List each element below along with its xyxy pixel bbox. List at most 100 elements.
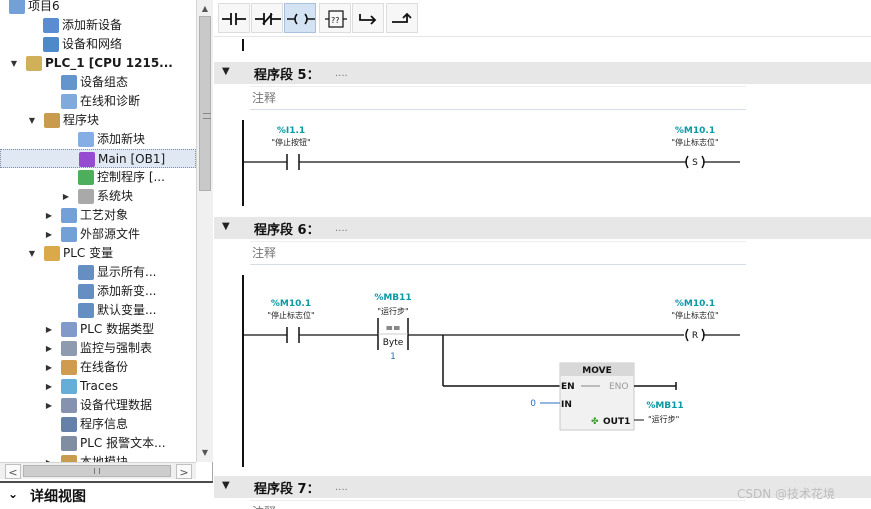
compare-contact[interactable] bbox=[377, 318, 409, 350]
compare-type[interactable]: Byte bbox=[383, 338, 404, 348]
tree-item[interactable]: 设备组态 bbox=[0, 73, 196, 92]
network-7-header[interactable]: ▼ 程序段 7： .... bbox=[214, 476, 871, 498]
tree-item[interactable]: 显示所有... bbox=[0, 263, 196, 282]
collapse-arrow-icon[interactable]: ▶ bbox=[45, 211, 53, 220]
hscroll-thumb[interactable] bbox=[23, 465, 171, 477]
tree-item[interactable]: 设备和网络 bbox=[0, 35, 196, 54]
tree-item[interactable]: PLC 报警文本... bbox=[0, 434, 196, 453]
no-contact-button[interactable] bbox=[218, 3, 250, 33]
tree-horizontal-scrollbar[interactable]: < > bbox=[0, 462, 196, 479]
network-comment[interactable]: 注释 bbox=[250, 86, 746, 110]
chevron-down-icon[interactable]: ▼ bbox=[222, 221, 230, 232]
empty-box-button[interactable]: ?? bbox=[319, 3, 351, 33]
compare-value[interactable]: 1 bbox=[390, 352, 396, 362]
tree-item[interactable]: ▶本地模块 bbox=[0, 453, 196, 462]
collapse-arrow-icon[interactable]: ▶ bbox=[45, 344, 53, 353]
set-coil[interactable] bbox=[684, 155, 740, 169]
tree-item[interactable]: Main [OB1] bbox=[0, 149, 196, 168]
tree-item-label: 工艺对象 bbox=[80, 208, 129, 222]
tree-item-label: 监控与强制表 bbox=[80, 341, 153, 355]
coil-button[interactable] bbox=[284, 3, 316, 33]
chevron-down-icon[interactable]: ▼ bbox=[222, 480, 230, 491]
tree-item[interactable]: ▶ 系统块 bbox=[0, 187, 196, 206]
tree-item[interactable]: ▶在线备份 bbox=[0, 358, 196, 377]
tree-item[interactable]: ▼项目6 bbox=[0, 0, 196, 16]
move-out-operand[interactable]: %MB11 bbox=[646, 401, 683, 411]
chevron-down-icon[interactable]: ⌄ bbox=[8, 487, 19, 501]
tree-item[interactable]: ▼程序块 bbox=[0, 111, 196, 130]
tree-item[interactable]: ▶ 工艺对象 bbox=[0, 206, 196, 225]
tree-item-label: 设备组态 bbox=[80, 75, 129, 89]
tree-item[interactable]: 添加新块 bbox=[0, 130, 196, 149]
close-branch-button[interactable] bbox=[386, 3, 418, 33]
tree-item[interactable]: ▶PLC 数据类型 bbox=[0, 320, 196, 339]
online-diagnostics-icon bbox=[61, 94, 77, 109]
network-description[interactable]: .... bbox=[335, 68, 348, 79]
network-description[interactable]: .... bbox=[335, 482, 348, 493]
reset-coil[interactable] bbox=[685, 328, 740, 342]
compare-operator: == bbox=[385, 324, 400, 334]
chevron-down-icon[interactable]: ▼ bbox=[222, 66, 230, 77]
tree-item[interactable]: ▶ 外部源文件 bbox=[0, 225, 196, 244]
tree-item-label: 外部源文件 bbox=[80, 227, 141, 241]
traces-icon bbox=[61, 379, 77, 394]
tree-item[interactable]: 默认变量... bbox=[0, 301, 196, 320]
collapse-arrow-icon[interactable]: ▶ bbox=[44, 453, 54, 462]
collapse-arrow-icon[interactable]: ▶ bbox=[45, 401, 53, 410]
expand-arrow-icon[interactable]: ▼ bbox=[28, 249, 36, 258]
contact-comment: "停止按钮" bbox=[271, 137, 310, 147]
tree-item[interactable]: ▶Traces bbox=[0, 377, 196, 396]
expand-arrow-icon[interactable]: ▼ bbox=[28, 116, 36, 125]
nc-contact-icon bbox=[255, 13, 281, 25]
tree-item[interactable]: 控制程序 [... bbox=[0, 168, 196, 187]
tree-item[interactable]: 在线和诊断 bbox=[0, 92, 196, 111]
expand-arrow-icon[interactable]: ▼ bbox=[0, 0, 2, 16]
collapse-arrow-icon[interactable]: ▶ bbox=[45, 363, 53, 372]
collapse-arrow-icon[interactable]: ▶ bbox=[45, 382, 53, 391]
scroll-thumb[interactable] bbox=[199, 16, 211, 191]
collapse-arrow-icon[interactable]: ▶ bbox=[62, 192, 70, 201]
tree-item-label: 显示所有... bbox=[97, 265, 157, 279]
tree-item[interactable]: ▼PLC_1 [CPU 1215... bbox=[0, 54, 196, 73]
network-6-header[interactable]: ▼ 程序段 6： .... bbox=[214, 217, 871, 239]
move-in-pin: IN bbox=[561, 400, 572, 410]
compare-operand[interactable]: %MB11 bbox=[374, 293, 411, 303]
collapse-arrow-icon[interactable]: ▶ bbox=[45, 325, 53, 334]
tree-item[interactable]: 添加新设备 bbox=[0, 16, 196, 35]
expand-arrow-icon[interactable]: ▼ bbox=[10, 59, 18, 68]
scroll-left-icon[interactable]: < bbox=[5, 464, 21, 479]
tree-vertical-scrollbar[interactable]: ▲ ▼ bbox=[196, 0, 213, 462]
nc-contact-button[interactable] bbox=[251, 3, 283, 33]
tree-item[interactable]: ▶ 监控与强制表 bbox=[0, 339, 196, 358]
scroll-right-icon[interactable]: > bbox=[176, 464, 192, 479]
network-5-header[interactable]: ▼ 程序段 5： .... bbox=[214, 62, 871, 84]
contact-operand[interactable]: %M10.1 bbox=[271, 299, 311, 309]
move-box[interactable] bbox=[559, 362, 635, 431]
coil-operand[interactable]: %M10.1 bbox=[675, 126, 715, 136]
tree-item[interactable]: ▶设备代理数据 bbox=[0, 396, 196, 415]
tree-item[interactable]: 添加新变... bbox=[0, 282, 196, 301]
network-6-ladder: %M10.1 "停止标志位" %MB11 "运行步" == Byte 1 bbox=[214, 273, 871, 469]
network-title: 程序段 5： bbox=[254, 68, 320, 83]
coil-operand[interactable]: %M10.1 bbox=[675, 299, 715, 309]
tree-item-label: 在线和诊断 bbox=[80, 94, 141, 108]
move-in-value[interactable]: 0 bbox=[530, 399, 536, 409]
tree-item[interactable]: 程序信息 bbox=[0, 415, 196, 434]
no-contact[interactable] bbox=[286, 327, 300, 343]
no-contact[interactable] bbox=[286, 154, 300, 170]
scroll-down-icon[interactable]: ▼ bbox=[201, 448, 209, 457]
contact-operand[interactable]: %I1.1 bbox=[277, 126, 305, 136]
network-comment[interactable]: 注释 bbox=[250, 500, 746, 509]
network-comment[interactable]: 注释 bbox=[250, 241, 746, 265]
network-description[interactable]: .... bbox=[335, 223, 348, 234]
detail-view-header[interactable]: ⌄ 详细视图 bbox=[0, 481, 213, 509]
tree-item[interactable]: ▼PLC 变量 bbox=[0, 244, 196, 263]
open-branch-button[interactable] bbox=[352, 3, 384, 33]
coil-comment: "停止标志位" bbox=[671, 310, 718, 320]
tree-item-label: 系统块 bbox=[97, 189, 134, 203]
collapse-arrow-icon[interactable]: ▶ bbox=[45, 230, 53, 239]
scroll-up-icon[interactable]: ▲ bbox=[201, 4, 209, 13]
online-backup-icon bbox=[61, 360, 77, 375]
